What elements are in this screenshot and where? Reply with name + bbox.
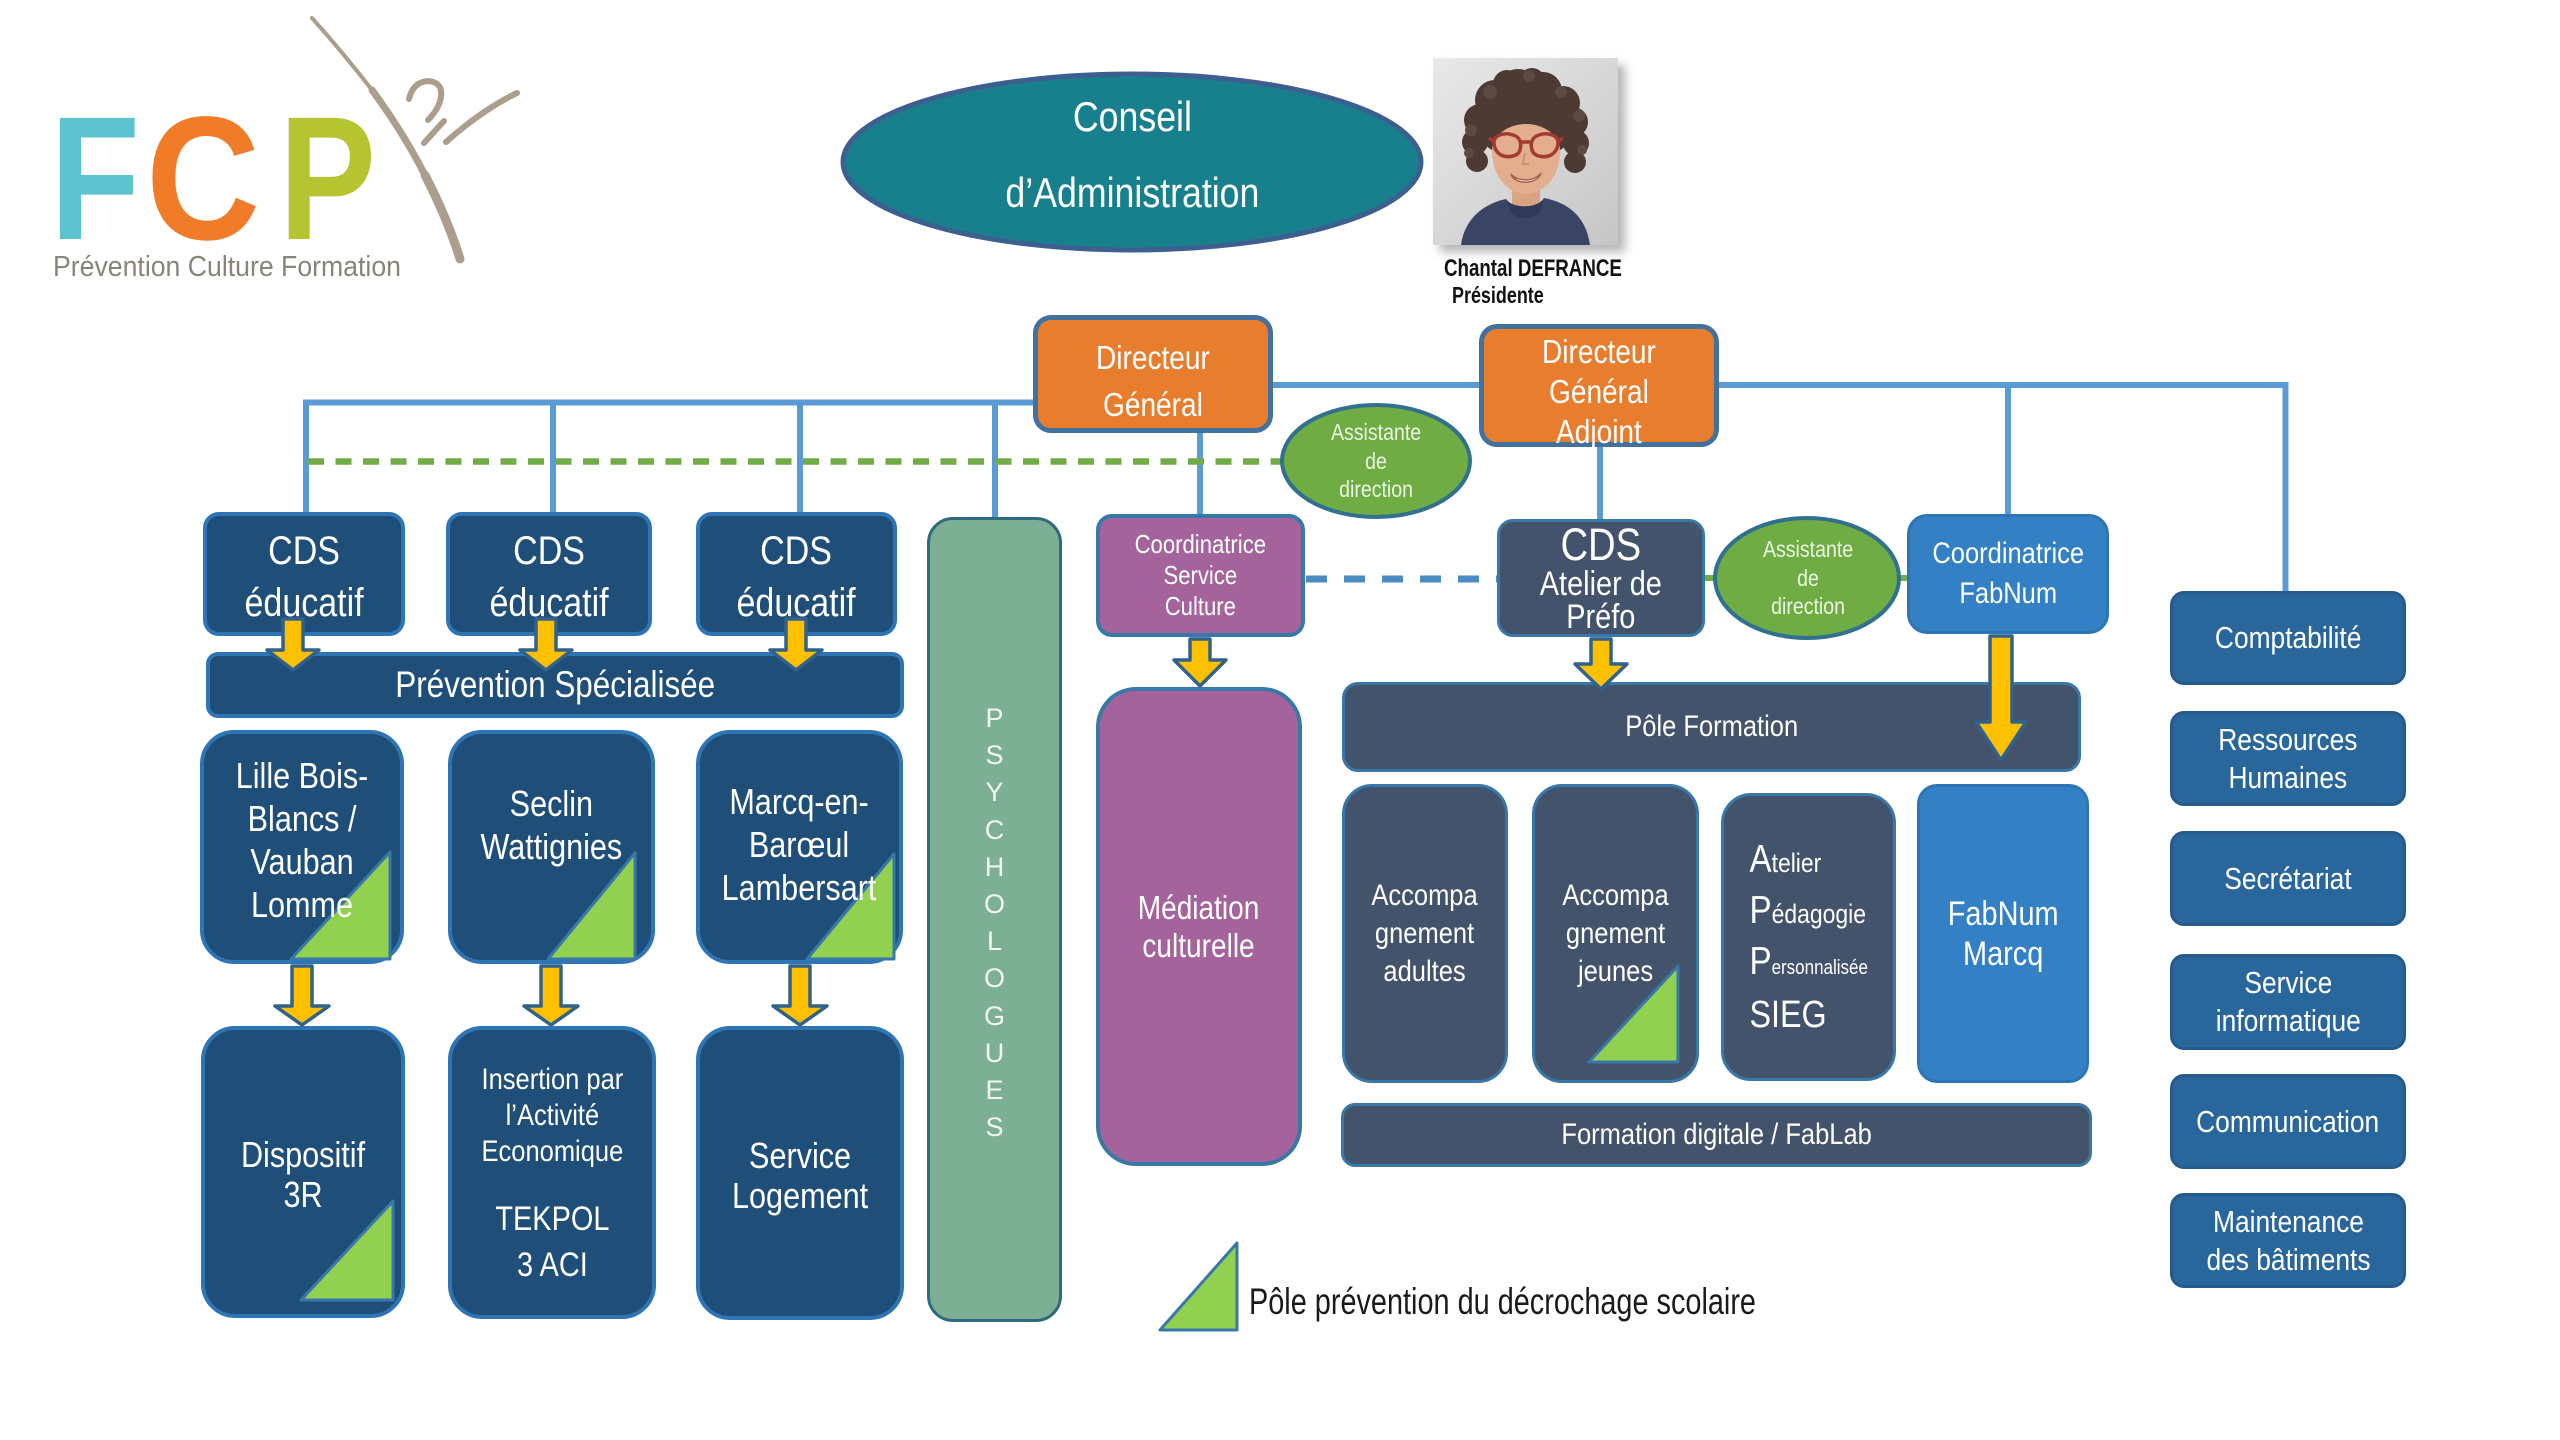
svg-text:C: C — [146, 81, 260, 277]
svg-text:P: P — [279, 81, 376, 277]
svg-text:Prévention Culture Formation: Prévention Culture Formation — [53, 251, 401, 283]
svg-text:F: F — [50, 81, 140, 277]
